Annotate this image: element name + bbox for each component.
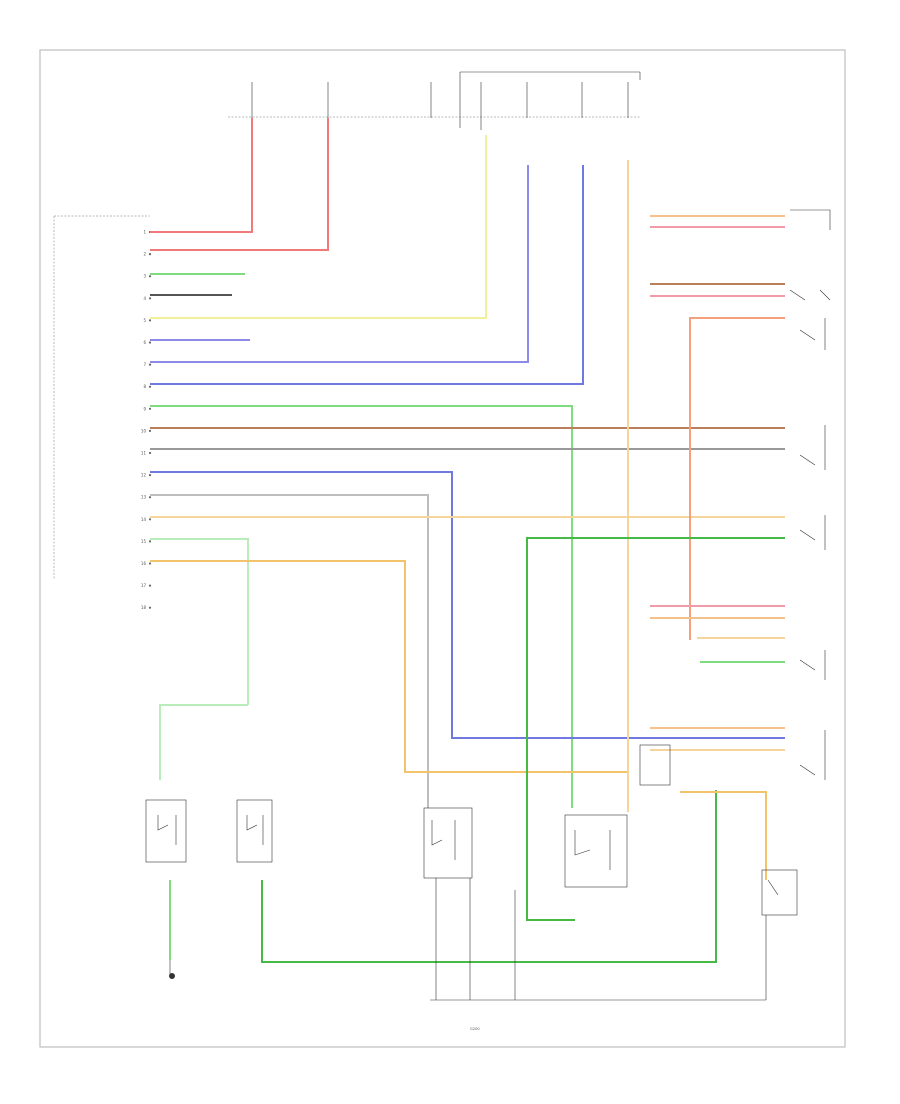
module-pin-terminal xyxy=(148,275,152,278)
switch-right-2 xyxy=(789,289,831,301)
wire-blue-3 xyxy=(150,165,584,385)
door-lock-motor-center xyxy=(423,807,473,879)
components xyxy=(145,209,831,1001)
wire-gray-down xyxy=(150,494,429,808)
door-lock-motor-pass xyxy=(564,814,628,888)
module-pin-terminal xyxy=(148,363,152,366)
door-ajar-switch-driver xyxy=(236,799,273,863)
wire-green-bottom xyxy=(261,790,717,963)
ground-label: G200 xyxy=(470,1027,480,1031)
module-pin-3: 3 xyxy=(143,274,146,279)
module-pin-9: 9 xyxy=(143,406,146,411)
module-pin-5: 5 xyxy=(143,318,146,323)
wire-orange-vertical xyxy=(689,317,785,640)
wire-yellow xyxy=(150,135,487,319)
module-pin-7: 7 xyxy=(143,362,146,367)
module-pin-2: 2 xyxy=(143,252,146,257)
wire-green-long xyxy=(150,405,573,808)
switch-symbol-1 xyxy=(157,815,177,845)
switch-right-4 xyxy=(799,425,826,470)
wire-harness xyxy=(150,118,785,963)
wire-blue-2 xyxy=(150,165,529,363)
module-pin-terminal xyxy=(148,562,152,565)
switch-symbol-2 xyxy=(246,815,264,845)
module-pin-terminal xyxy=(148,319,152,322)
wire-orange-bottom xyxy=(680,791,767,880)
module-pin-terminal xyxy=(148,429,152,432)
fuse-block-top xyxy=(228,71,641,130)
module-pin-terminal xyxy=(148,297,152,300)
module-pin-4: 4 xyxy=(143,296,146,301)
module-pin-8: 8 xyxy=(143,384,146,389)
body-control-module xyxy=(53,215,150,580)
module-pin-18: 18 xyxy=(141,605,147,610)
ground-symbol xyxy=(169,973,175,979)
module-pin-terminal xyxy=(148,518,152,521)
switch-right-3 xyxy=(799,318,826,350)
wire-lightgreen xyxy=(150,538,249,705)
wire-lightgreen-ring xyxy=(159,704,248,780)
switch-right-5 xyxy=(799,515,826,550)
switch-symbol-3 xyxy=(431,820,456,860)
module-pin-terminal xyxy=(148,474,152,477)
door-switch-right xyxy=(761,869,798,916)
wire-red-fuse-2 xyxy=(150,118,329,251)
wire-blue-long xyxy=(150,471,785,739)
module-pin-6: 6 xyxy=(143,340,146,345)
module-pin-terminal xyxy=(148,451,152,455)
wire-red-fuse-1 xyxy=(150,118,253,233)
wire-orange xyxy=(150,560,628,773)
module-pin-13: 13 xyxy=(141,495,147,500)
module-pin-16: 16 xyxy=(141,561,147,566)
module-pin-terminal xyxy=(148,584,152,587)
module-pin-terminal xyxy=(148,341,152,344)
switch-right-1 xyxy=(790,209,831,230)
module-pin-11: 11 xyxy=(141,451,147,456)
module-pin-terminal xyxy=(148,606,152,609)
module-pin-17: 17 xyxy=(141,583,147,588)
door-ajar-switch-left xyxy=(145,799,187,863)
module-pin-1: 1 xyxy=(143,230,146,235)
module-pin-terminal xyxy=(148,540,152,543)
switch-right-6 xyxy=(799,650,826,680)
module-pin-12: 12 xyxy=(141,473,147,478)
module-pin-terminal xyxy=(148,496,152,499)
module-pin-terminal xyxy=(148,385,152,388)
module-pin-10: 10 xyxy=(141,428,147,433)
module-box-right xyxy=(639,744,671,786)
module-pin-terminal xyxy=(148,253,152,256)
diagram-border xyxy=(39,49,846,1048)
module-pin-14: 14 xyxy=(141,517,147,522)
wire-darkgreen-switch xyxy=(526,537,785,921)
module-pin-15: 15 xyxy=(141,539,147,544)
switch-symbol-5 xyxy=(767,879,779,896)
module-pin-terminal xyxy=(148,407,152,410)
switch-right-7 xyxy=(799,730,826,780)
switch-symbol-4 xyxy=(574,830,611,870)
